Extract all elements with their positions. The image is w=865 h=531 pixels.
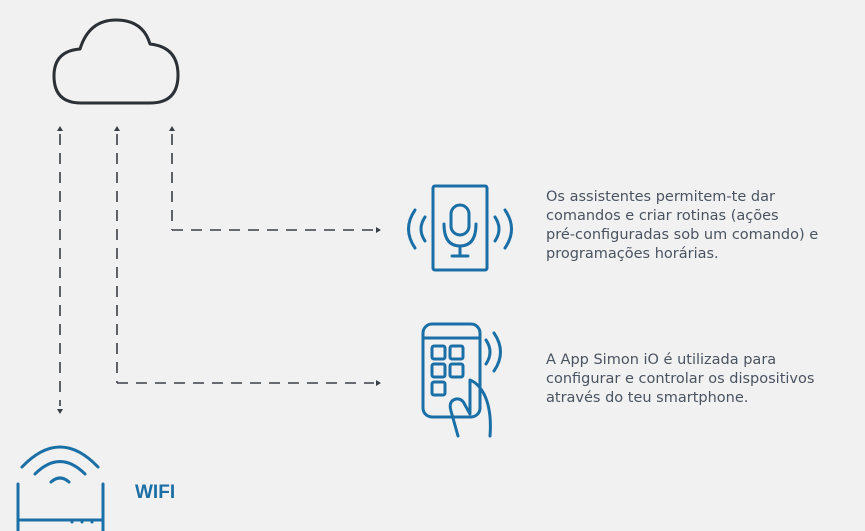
cloud-app-connector	[114, 126, 381, 386]
cloud-icon	[52, 18, 180, 105]
app-description-line: através do teu smartphone.	[546, 390, 749, 406]
wifi-label: WIFI	[135, 482, 176, 503]
voice-assistant-icon	[407, 184, 513, 272]
assistant-description-line: Os assistentes permitem-te dar	[546, 189, 775, 205]
wifi-router-icon	[16, 445, 105, 531]
smartphone-app-icon	[421, 322, 502, 438]
assistant-description-line: comandos e criar rotinas (ações	[546, 208, 779, 224]
cloud-router-connector	[57, 126, 63, 414]
assistant-description: Os assistentes permitem-te dar comandos …	[546, 188, 818, 264]
assistant-description-line: pré-configuradas sob um comando) e	[546, 227, 819, 243]
cloud-assistant-connector	[169, 126, 381, 233]
assistant-description-line: programações horárias.	[546, 246, 719, 262]
app-description-line: A App Simon iO é utilizada para	[546, 352, 777, 368]
app-description-line: configurar e controlar os dispositivos	[546, 371, 815, 387]
app-description: A App Simon iO é utilizada para configur…	[546, 351, 814, 408]
